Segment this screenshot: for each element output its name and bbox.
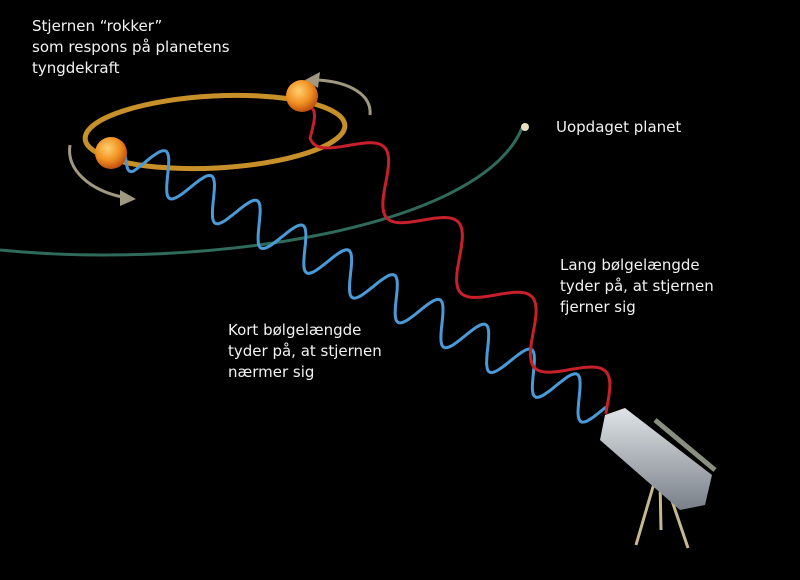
- label-line: fjerner sig: [560, 298, 636, 316]
- short-wave-label: Kort bølgelængde tyder på, at stjernen n…: [228, 320, 382, 383]
- label-line: som respons på planetens: [32, 38, 230, 56]
- star-wobble-label: Stjernen “rokker” som respons på planete…: [32, 16, 230, 79]
- star-orbit: [82, 92, 348, 172]
- star-right: [286, 80, 318, 112]
- label-line: tyder på, at stjernen: [228, 342, 382, 360]
- long-wave-label: Lang bølgelængde tyder på, at stjernen f…: [560, 255, 714, 318]
- label-line: Stjernen “rokker”: [32, 17, 163, 35]
- label-line: Lang bølgelængde: [560, 256, 700, 274]
- planet: [521, 123, 529, 131]
- orbit-arrow-right: [317, 78, 372, 116]
- planet-orbit: [0, 127, 524, 257]
- label-line: Kort bølgelængde: [228, 321, 362, 339]
- label-line: tyngdekraft: [32, 59, 120, 77]
- star-left: [95, 137, 127, 169]
- telescope: [600, 408, 717, 549]
- red-wave: [308, 107, 612, 415]
- label-line: nærmer sig: [228, 363, 315, 381]
- planet-label: Uopdaget planet: [556, 118, 682, 136]
- orbit-arrow-left: [68, 144, 123, 199]
- arrow-head-icon: [305, 72, 320, 88]
- label-line: tyder på, at stjernen: [560, 277, 714, 295]
- arrow-head-icon: [120, 190, 136, 206]
- blue-wave: [120, 148, 607, 424]
